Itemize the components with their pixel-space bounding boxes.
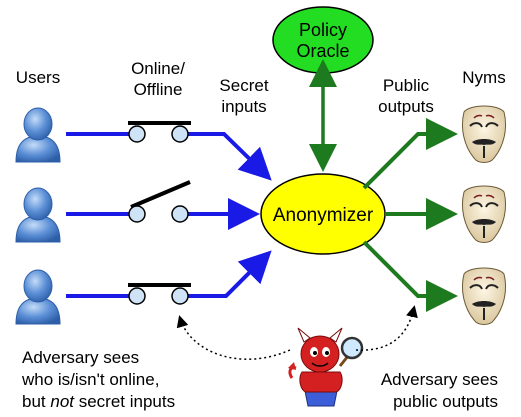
anonymizer: Anonymizer (260, 173, 386, 255)
users-label: Users (16, 68, 60, 87)
public-outputs-label-line1: Public (383, 76, 430, 95)
adversary-left-caption: Adversary sees who is/isn't online, but … (21, 348, 175, 411)
caption-left-line2: who is/isn't online, (21, 370, 159, 389)
online-offline-label-line2: Offline (134, 80, 183, 99)
user-2-switch-open (128, 180, 191, 223)
policy-oracle-line2: Oracle (296, 41, 349, 61)
public-outputs-label-line2: outputs (378, 97, 434, 116)
secret-inputs-label-line2: inputs (221, 97, 266, 116)
nym-mask-icon (461, 267, 507, 325)
nym-mask-icon (461, 105, 507, 163)
user-icon (15, 187, 61, 243)
user-1-switch-closed (128, 121, 191, 143)
adversary-devil-icon (288, 327, 364, 407)
caption-left-line3-post: secret inputs (74, 392, 175, 411)
anonymizer-label: Anonymizer (273, 205, 374, 226)
user-icon (15, 107, 61, 163)
adversary-observes-outputs-arrow (355, 305, 418, 351)
policy-oracle-line1: Policy (299, 20, 347, 40)
adversary-right-caption: Adversary sees public outputs (381, 370, 498, 411)
user-1-input-line (66, 132, 272, 181)
caption-left-line1: Adversary sees (22, 348, 139, 367)
nym-mask-icon (461, 185, 507, 243)
caption-left-line3-emphasis: not (50, 392, 75, 411)
caption-left-line3: but not secret inputs (22, 392, 175, 411)
user-3-input-line (66, 250, 272, 298)
caption-right-line2: public outputs (393, 392, 498, 411)
caption-right-line1: Adversary sees (381, 370, 498, 389)
online-offline-label-line1: Online/ (131, 59, 185, 78)
nyms-label: Nyms (462, 68, 505, 87)
secret-inputs-label-line1: Secret (219, 76, 268, 95)
output-arrow-1 (362, 118, 458, 190)
policy-oracle: Policy Oracle (272, 6, 374, 74)
output-arrow-3 (362, 240, 458, 312)
caption-left-line3-pre: but (22, 392, 50, 411)
user-3-switch-closed (128, 283, 191, 305)
user-icon (15, 269, 61, 325)
adversary-observes-inputs-arrow (176, 315, 291, 360)
